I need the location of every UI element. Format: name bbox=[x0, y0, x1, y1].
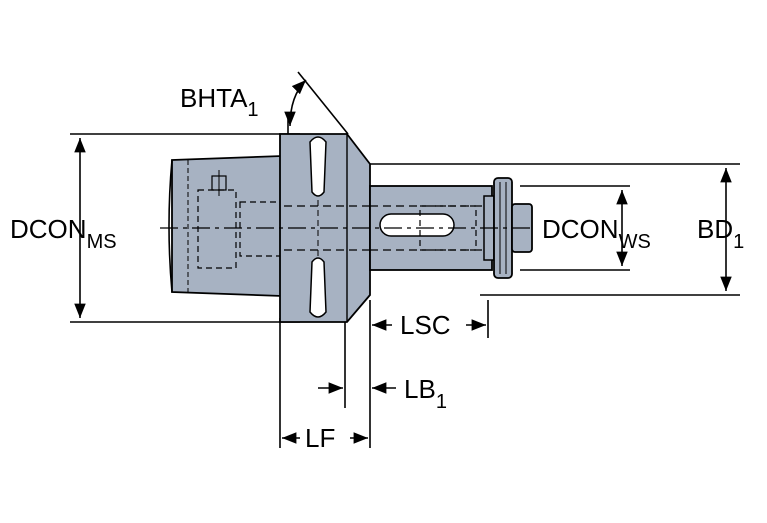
lsc-label: LSC bbox=[400, 310, 451, 340]
bd-label: BD1 bbox=[697, 214, 744, 253]
bhta-angle-arrow bbox=[284, 79, 307, 127]
extension-lines bbox=[70, 71, 740, 448]
dcon-ws-label: DCONWS bbox=[542, 214, 651, 253]
bhta-label: BHTA1 bbox=[180, 83, 259, 121]
shank-taper bbox=[168, 155, 285, 297]
dcon-ms-label: DCONMS bbox=[10, 214, 117, 253]
dimension-arrows bbox=[74, 79, 732, 444]
lf-label: LF bbox=[305, 423, 335, 453]
lb-label: LB1 bbox=[404, 374, 447, 413]
